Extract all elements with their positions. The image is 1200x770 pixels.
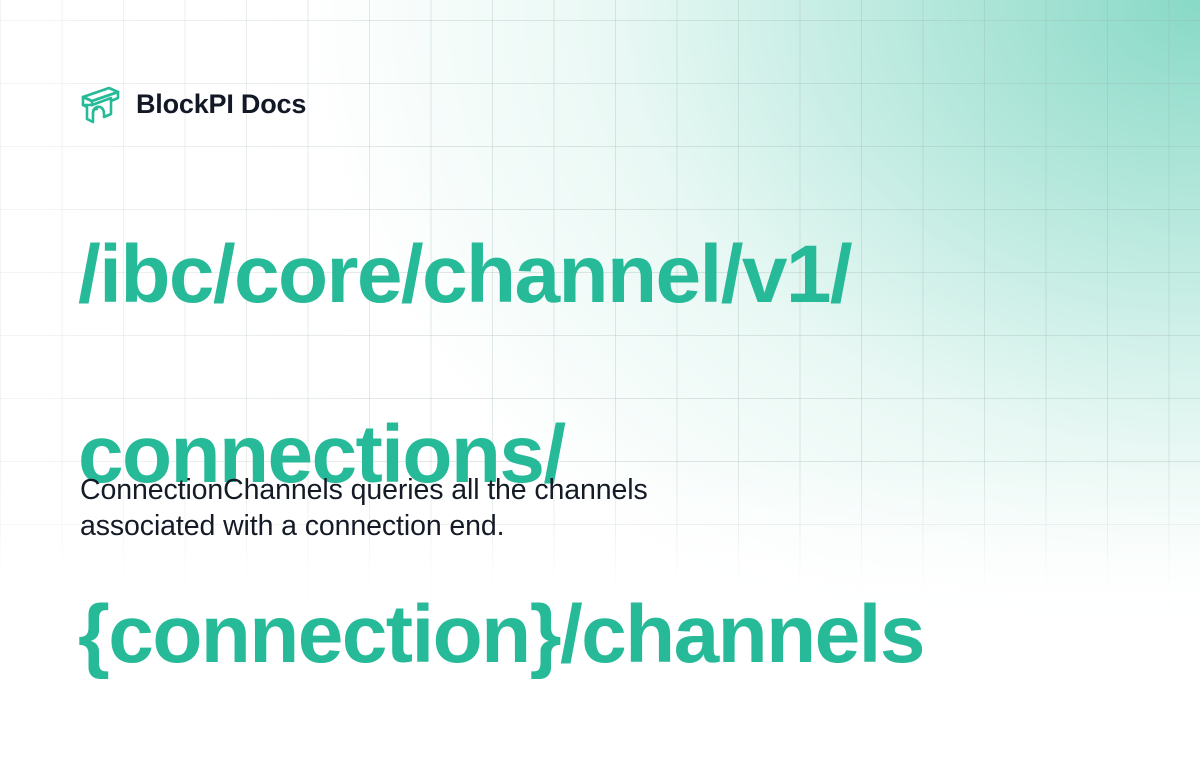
title-line-3: {connection}/channels — [78, 589, 925, 680]
brand-name: BlockPI Docs — [136, 88, 307, 119]
page-description: ConnectionChannels queries all the chann… — [80, 472, 648, 544]
description-line-2: associated with a connection end. — [80, 510, 505, 542]
brand-header[interactable]: BlockPI Docs — [80, 84, 306, 124]
title-line-1: /ibc/core/channel/v1/ — [78, 229, 853, 320]
page-title: /ibc/core/channel/v1/ connections/ {conn… — [78, 140, 925, 770]
description-line-1: ConnectionChannels queries all the chann… — [80, 474, 648, 506]
background-fade-bottom — [0, 460, 1200, 630]
arch-block-icon — [81, 86, 120, 124]
title-line-2: connections/ — [78, 409, 566, 500]
